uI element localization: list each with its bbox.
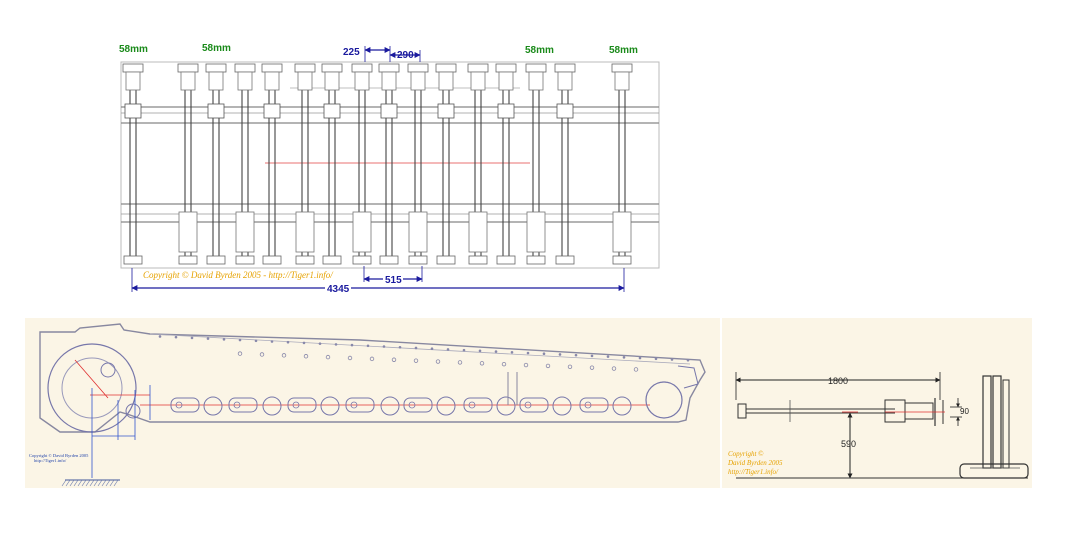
- suspension-arm-mount: [496, 396, 516, 416]
- suspension-arm-mount: [463, 397, 493, 413]
- suspension-arm-mount: [380, 396, 400, 416]
- torsion-bar: [495, 63, 517, 265]
- axle-front-view: 1800 590 90 Copyright © David Byrden 200…: [722, 318, 1032, 488]
- dimension-290: 290: [389, 46, 421, 62]
- suspension-arm-mount: [203, 396, 223, 416]
- axle-copyright-line3: http://Tiger1.info/: [728, 468, 779, 476]
- dimension-225: 225: [343, 46, 391, 62]
- label-58mm-4: 58mm: [609, 45, 638, 56]
- torsion-bar: [234, 63, 256, 265]
- torsion-bar: [435, 63, 457, 265]
- label-58mm-1: 58mm: [119, 44, 148, 55]
- suspension-arm-mount: [320, 396, 340, 416]
- suspension-arm-mount: [228, 397, 258, 413]
- dim-4345-label: 4345: [327, 284, 350, 295]
- torsion-bar: [351, 63, 373, 265]
- suspension-arm-mount: [345, 397, 375, 413]
- suspension-arm-mount: [436, 396, 456, 416]
- top-copyright: Copyright © David Byrden 2005 - http://T…: [143, 270, 334, 280]
- dim-590-label: 590: [841, 439, 856, 449]
- suspension-arm-mount: [579, 397, 609, 413]
- suspension-arm-mount: [287, 397, 317, 413]
- dim-225-label: 225: [343, 47, 360, 58]
- dim-515-label: 515: [385, 275, 402, 286]
- torsion-bar: [205, 63, 227, 265]
- torsion-bar: [554, 63, 576, 265]
- suspension-arm-mount: [403, 397, 433, 413]
- torsion-bar: [261, 63, 283, 265]
- torsion-bar: [407, 63, 429, 265]
- dim-1800-label: 1800: [828, 376, 848, 386]
- torsion-bar: [122, 63, 144, 265]
- hull-copyright-line1: Copyright © David Byrden 2005: [29, 453, 89, 458]
- top-view-drawing: 225 290 515 4345 58mm 58mm 58mm 58mm Cop: [119, 43, 660, 295]
- suspension-arm-mount: [519, 397, 549, 413]
- suspension-arm-mount: [262, 396, 282, 416]
- hull-copyright-line2: http://Tiger1.info/: [34, 458, 67, 463]
- dim-90-label: 90: [960, 407, 969, 416]
- dim-290-label: 290: [397, 50, 414, 61]
- suspension-arm-mount: [612, 396, 632, 416]
- torsion-bar: [611, 63, 633, 265]
- axle-copyright-line2: David Byrden 2005: [727, 459, 783, 467]
- dimension-515: 515: [363, 266, 423, 286]
- torsion-bar: [467, 63, 489, 265]
- label-58mm-3: 58mm: [525, 45, 554, 56]
- torsion-bar: [294, 63, 316, 265]
- torsion-bar: [378, 63, 400, 265]
- suspension-arm-mount: [170, 397, 200, 413]
- suspension-arm-mount: [552, 396, 572, 416]
- torsion-bar: [177, 63, 199, 265]
- dimension-4345: 4345: [131, 268, 625, 295]
- axle-copyright-line1: Copyright ©: [728, 450, 764, 458]
- torsion-bar: [525, 63, 547, 265]
- torsion-bar: [321, 63, 343, 265]
- label-58mm-2: 58mm: [202, 43, 231, 54]
- hull-side-view: Copyright © David Byrden 2005 http://Tig…: [25, 318, 720, 488]
